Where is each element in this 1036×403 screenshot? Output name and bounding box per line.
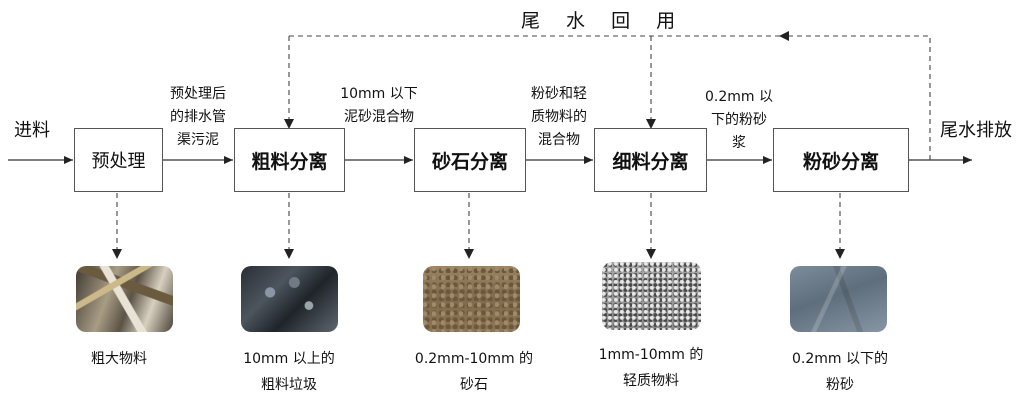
stage-silt-separation: 粉砂分离 (773, 128, 909, 192)
flow-label-2: 10mm 以下 泥砂混合物 (340, 86, 418, 125)
output-caption-1: 粗大物料 (91, 351, 147, 367)
stage-pretreatment: 预处理 (74, 128, 163, 192)
input-label: 进料 (14, 120, 50, 141)
recycle-arrowhead-coarse (284, 119, 294, 129)
recycle-arrowhead-return (779, 31, 789, 41)
recycle-loop (288, 35, 931, 160)
stage-sand-separation: 砂石分离 (414, 128, 526, 192)
coarse-waste-photo (241, 266, 338, 332)
output-caption-5: 0.2mm 以下的 粉砂 (792, 351, 888, 393)
recycle-title: 尾 水 回 用 (521, 10, 686, 32)
output-caption-2: 10mm 以上的 粗料垃圾 (243, 351, 335, 393)
stage-coarse-separation: 粗料分离 (234, 128, 345, 192)
output-label: 尾水排放 (940, 120, 1012, 141)
flow-label-4: 0.2mm 以 下的粉砂 浆 (705, 89, 773, 151)
output-caption-3: 0.2mm-10mm 的 砂石 (414, 351, 534, 393)
sand-gravel-photo (423, 266, 520, 332)
stage-fine-separation: 细料分离 (594, 128, 707, 192)
scrap-photo (76, 266, 173, 332)
recycle-arrowhead-fine (646, 119, 656, 129)
silt-photo (790, 266, 887, 332)
flow-label-3: 粉砂和轻 质物料的 混合物 (531, 86, 587, 148)
output-caption-4: 1mm-10mm 的 轻质物料 (598, 347, 704, 389)
light-material-photo (602, 262, 701, 330)
flow-label-1: 预处理后 的排水管 渠污泥 (170, 86, 226, 148)
